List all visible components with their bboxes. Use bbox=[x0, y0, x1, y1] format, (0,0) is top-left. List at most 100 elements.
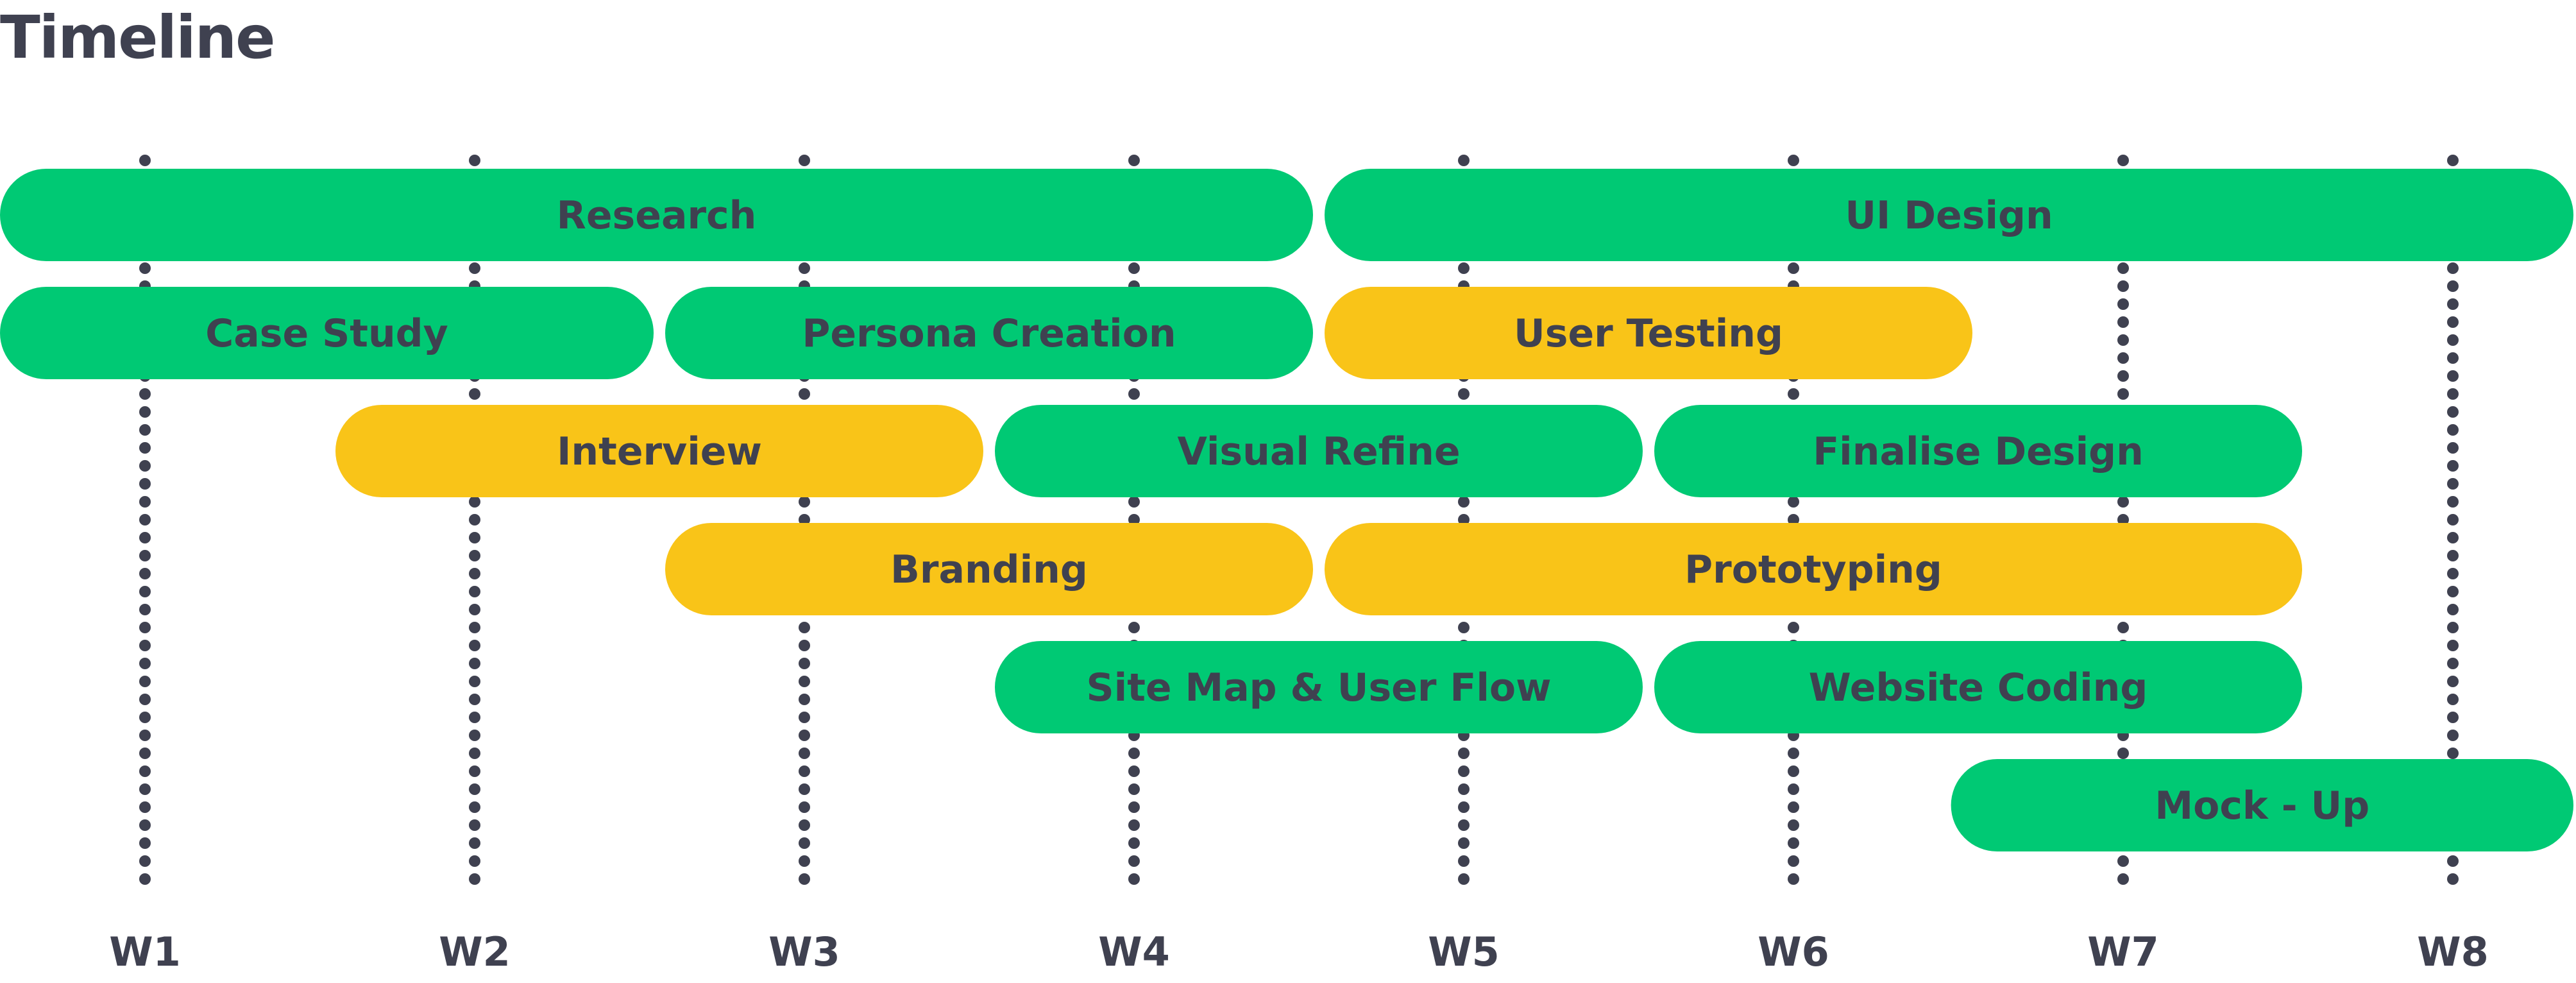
week-label-w2: W2 bbox=[439, 928, 511, 975]
gridline-dot bbox=[139, 478, 151, 490]
gridline-dot bbox=[469, 694, 480, 705]
gridline-dot bbox=[799, 658, 810, 669]
gridline-dot bbox=[139, 730, 151, 741]
page-title: Timeline bbox=[0, 3, 276, 72]
gridline-dot bbox=[1788, 819, 1799, 831]
gridline-dot bbox=[469, 730, 480, 741]
week-label-w1: W1 bbox=[109, 928, 181, 975]
gridline-dot bbox=[1788, 514, 1799, 526]
gridline-dot bbox=[469, 801, 480, 813]
task-bar-research: Research bbox=[0, 169, 1313, 261]
gridline-dot bbox=[1128, 622, 1140, 633]
gridline-dot bbox=[799, 388, 810, 400]
gridline-dot bbox=[139, 819, 151, 831]
gridline-dot bbox=[799, 640, 810, 651]
gridline-dot bbox=[2447, 604, 2459, 615]
gridline-dot bbox=[139, 496, 151, 508]
gridline-dot bbox=[2447, 658, 2459, 669]
gridline-dot bbox=[1128, 801, 1140, 813]
gridline-dot bbox=[139, 406, 151, 418]
gridline-dot bbox=[2117, 280, 2129, 292]
gridline-dot bbox=[139, 640, 151, 651]
gridline-dot bbox=[799, 855, 810, 867]
gridline-dot bbox=[2447, 568, 2459, 579]
gridline-w5 bbox=[1458, 155, 1470, 885]
gridline-dot bbox=[1128, 855, 1140, 867]
gridline-dot bbox=[2447, 334, 2459, 346]
task-bar-user-testing: User Testing bbox=[1325, 287, 1972, 379]
gridline-dot bbox=[139, 801, 151, 813]
gridline-dot bbox=[799, 765, 810, 777]
gridline-dot bbox=[139, 622, 151, 633]
gridline-dot bbox=[1788, 155, 1799, 166]
gridline-dot bbox=[2447, 748, 2459, 759]
gridline-dot bbox=[1788, 783, 1799, 795]
gridline-dot bbox=[2447, 298, 2459, 310]
gridline-dot bbox=[469, 748, 480, 759]
gridline-dot bbox=[469, 676, 480, 687]
gridline-dot bbox=[469, 514, 480, 526]
gridline-dot bbox=[1128, 155, 1140, 166]
gridline-dot bbox=[1788, 855, 1799, 867]
gridline-dot bbox=[1458, 855, 1470, 867]
gridline-dot bbox=[799, 801, 810, 813]
gridline-dot bbox=[1458, 837, 1470, 849]
gridline-dot bbox=[799, 155, 810, 166]
gridline-dot bbox=[139, 460, 151, 472]
task-bar-shape bbox=[665, 523, 1313, 615]
week-label-w3: W3 bbox=[768, 928, 840, 975]
task-label: User Testing bbox=[1514, 311, 1783, 356]
task-bar-shape bbox=[335, 405, 983, 497]
gridline-dot bbox=[1128, 496, 1140, 508]
gridline-dot bbox=[2447, 424, 2459, 436]
gridline-dot bbox=[1128, 262, 1140, 274]
gridline-dot bbox=[469, 622, 480, 633]
gridline-dot bbox=[2117, 352, 2129, 364]
task-bar-site-map-user-flow: Site Map & User Flow bbox=[995, 641, 1643, 733]
gridline-dot bbox=[469, 586, 480, 597]
gridline-dot bbox=[2447, 532, 2459, 543]
gridline-dot bbox=[2447, 352, 2459, 364]
gridline-dot bbox=[469, 855, 480, 867]
gridline-dot bbox=[139, 604, 151, 615]
gridline-dot bbox=[2447, 406, 2459, 418]
gridline-dot bbox=[1788, 837, 1799, 849]
task-bar-shape bbox=[665, 287, 1313, 379]
gridline-dot bbox=[799, 712, 810, 723]
gridline-dot bbox=[2447, 873, 2459, 885]
gridline-dot bbox=[1788, 262, 1799, 274]
gridline-w6 bbox=[1788, 155, 1799, 885]
gridline-dot bbox=[799, 783, 810, 795]
gridline-dot bbox=[1458, 819, 1470, 831]
gridline-dot bbox=[799, 837, 810, 849]
week-label-w4: W4 bbox=[1098, 928, 1170, 975]
gridline-dot bbox=[2447, 640, 2459, 651]
task-bar-interview: Interview bbox=[335, 405, 983, 497]
gridline-dot bbox=[469, 532, 480, 543]
gridline-dot bbox=[469, 765, 480, 777]
gridline-dot bbox=[799, 819, 810, 831]
gridline-dot bbox=[1458, 783, 1470, 795]
gridline-dot bbox=[469, 819, 480, 831]
gridline-dot bbox=[139, 873, 151, 885]
gridline-dot bbox=[139, 658, 151, 669]
gridline-dot bbox=[469, 155, 480, 166]
gridline-dot bbox=[469, 873, 480, 885]
gridline-dot bbox=[1788, 622, 1799, 633]
gridline-dot bbox=[799, 496, 810, 508]
gridline-dot bbox=[1458, 514, 1470, 526]
gridline-w4 bbox=[1128, 155, 1140, 885]
week-label-w8: W8 bbox=[2417, 928, 2489, 975]
task-bar-shape bbox=[0, 287, 654, 379]
week-label-w5: W5 bbox=[1428, 928, 1500, 975]
gridline-dot bbox=[2447, 155, 2459, 166]
task-bar-shape bbox=[1654, 641, 2302, 733]
gridline-dot bbox=[2447, 316, 2459, 328]
task-bar-shape bbox=[1951, 759, 2573, 851]
gridline-dot bbox=[1128, 388, 1140, 400]
gridline-dot bbox=[139, 424, 151, 436]
gridline-dot bbox=[139, 837, 151, 849]
gridline-dot bbox=[2117, 334, 2129, 346]
